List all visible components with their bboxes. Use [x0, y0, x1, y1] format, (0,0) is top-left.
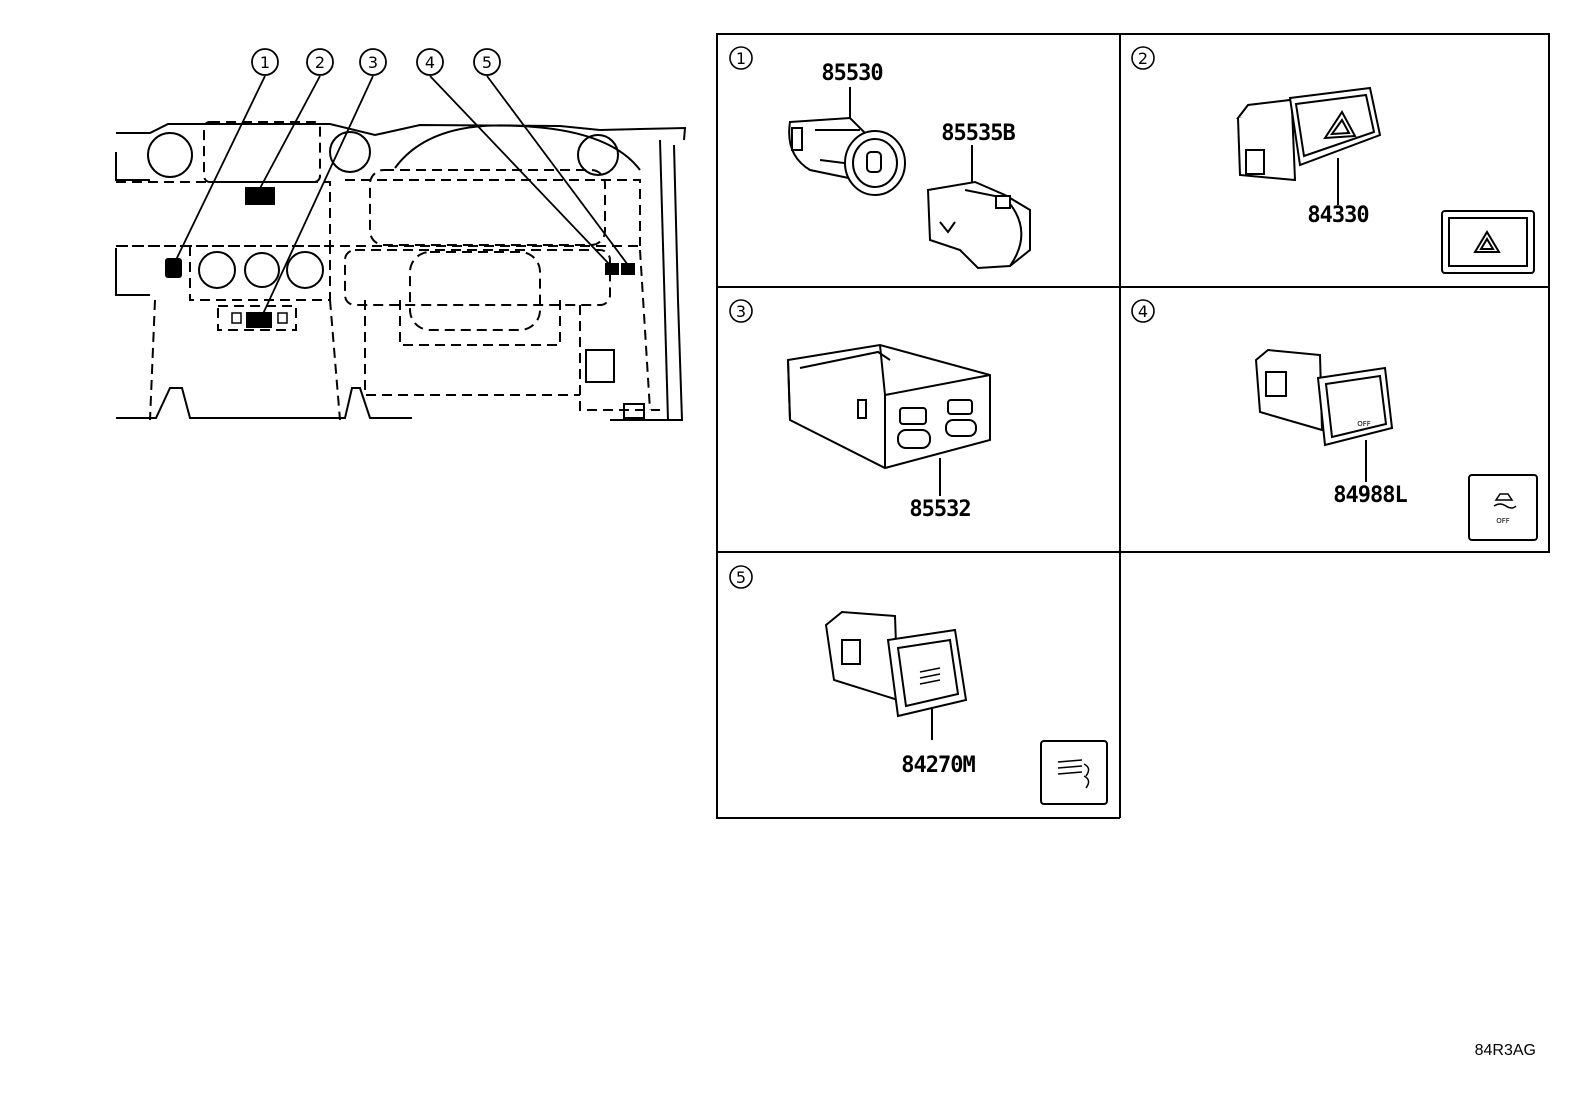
panel-1-number: 1	[736, 49, 746, 68]
traction-off-icon	[1468, 474, 1538, 541]
panel-5: 5 84270M	[729, 565, 1108, 805]
panel-3: 3 85532	[729, 299, 991, 522]
panel-3-number: 3	[736, 302, 746, 321]
part-label-84988l: 84988L	[1333, 483, 1407, 508]
traction-switch-illustration	[1254, 348, 1394, 482]
traction-off-icon-text: OFF	[1496, 517, 1510, 525]
panel-4-number: 4	[1138, 302, 1148, 321]
callout-5-label: 5	[482, 53, 492, 72]
callout-2-label: 2	[315, 53, 325, 72]
callout-3: 3	[359, 48, 387, 76]
callout-1: 1	[251, 48, 279, 76]
panel-2-number: 2	[1138, 49, 1148, 68]
callout-3-label: 3	[368, 53, 378, 72]
callout-4: 4	[416, 48, 444, 76]
defogger-icon	[1040, 740, 1108, 805]
dashboard-overview	[115, 123, 687, 421]
hazard-switch-illustration	[1236, 86, 1382, 205]
usb-port-illustration	[786, 343, 991, 496]
socket-cap-illustration	[926, 145, 1031, 270]
callout-circles: 1 2 3 4 5	[251, 48, 501, 76]
marker-1	[165, 258, 182, 278]
power-socket-illustration	[788, 87, 906, 196]
callout-1-label: 1	[260, 53, 270, 72]
defogger-switch-illustration	[824, 610, 968, 740]
hazard-icon	[1441, 210, 1535, 274]
panel-5-number: 5	[736, 568, 746, 587]
panel-4: 4 OFF 84988L OFF	[1131, 299, 1538, 541]
panel-grid	[716, 33, 1550, 819]
traction-off-text: OFF	[1357, 420, 1371, 428]
callout-2: 2	[306, 48, 334, 76]
part-label-84270m: 84270M	[901, 753, 975, 778]
panel-1: 1 85530 85535B	[729, 46, 1031, 270]
figure-code: 84R3AG	[1475, 1042, 1536, 1059]
marker-5	[621, 263, 635, 275]
part-label-85535b: 85535B	[941, 121, 1015, 146]
part-label-85530: 85530	[821, 61, 882, 86]
part-label-84330: 84330	[1307, 203, 1368, 228]
dashboard-dashed-lines	[116, 121, 660, 421]
marker-3	[246, 312, 272, 328]
location-markers	[165, 187, 635, 328]
callout-4-label: 4	[425, 53, 435, 72]
leader-lines	[174, 75, 629, 317]
callout-5: 5	[473, 48, 501, 76]
marker-4	[605, 263, 619, 275]
part-label-85532: 85532	[909, 497, 970, 522]
panel-2: 2 84330	[1131, 46, 1535, 274]
marker-2	[245, 187, 275, 205]
